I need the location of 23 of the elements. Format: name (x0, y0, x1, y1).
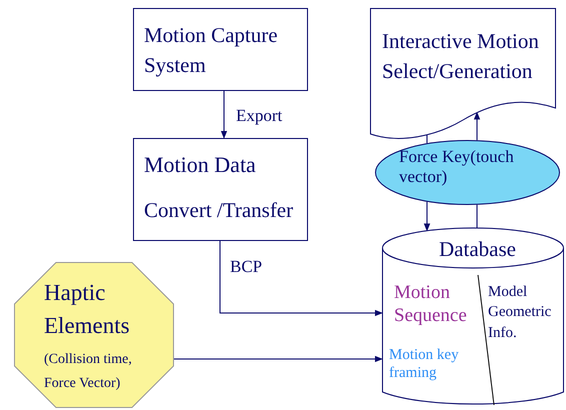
node-text: Motion Capture System (144, 22, 279, 80)
arrow (220, 90, 228, 139)
database-cylinder (382, 228, 564, 406)
node-text: Model Geometric Info. (488, 283, 552, 342)
node-text: Database (439, 237, 517, 262)
node-text: Force Key(touch vector) (399, 147, 515, 188)
arrow (474, 112, 480, 141)
node-text: Motion key framing (389, 346, 460, 382)
arrow (174, 356, 383, 362)
node-text: (Collision time, Force Vector) (44, 351, 133, 393)
arrow (220, 240, 383, 316)
arrow (424, 201, 430, 232)
octagon-node (14, 262, 174, 408)
node-text: Haptic Elements (44, 279, 131, 340)
node-text: Convert /Transfer (144, 198, 294, 224)
node-text: Motion Sequence (394, 282, 468, 328)
node-text: Motion Data (144, 152, 257, 178)
process-box (133, 138, 308, 241)
document-shape (370, 8, 556, 138)
ellipse-node (375, 140, 560, 205)
node-text: Interactive Motion Select/Generation (382, 28, 540, 86)
edge-label: Export (234, 107, 284, 126)
process-box (133, 8, 308, 91)
